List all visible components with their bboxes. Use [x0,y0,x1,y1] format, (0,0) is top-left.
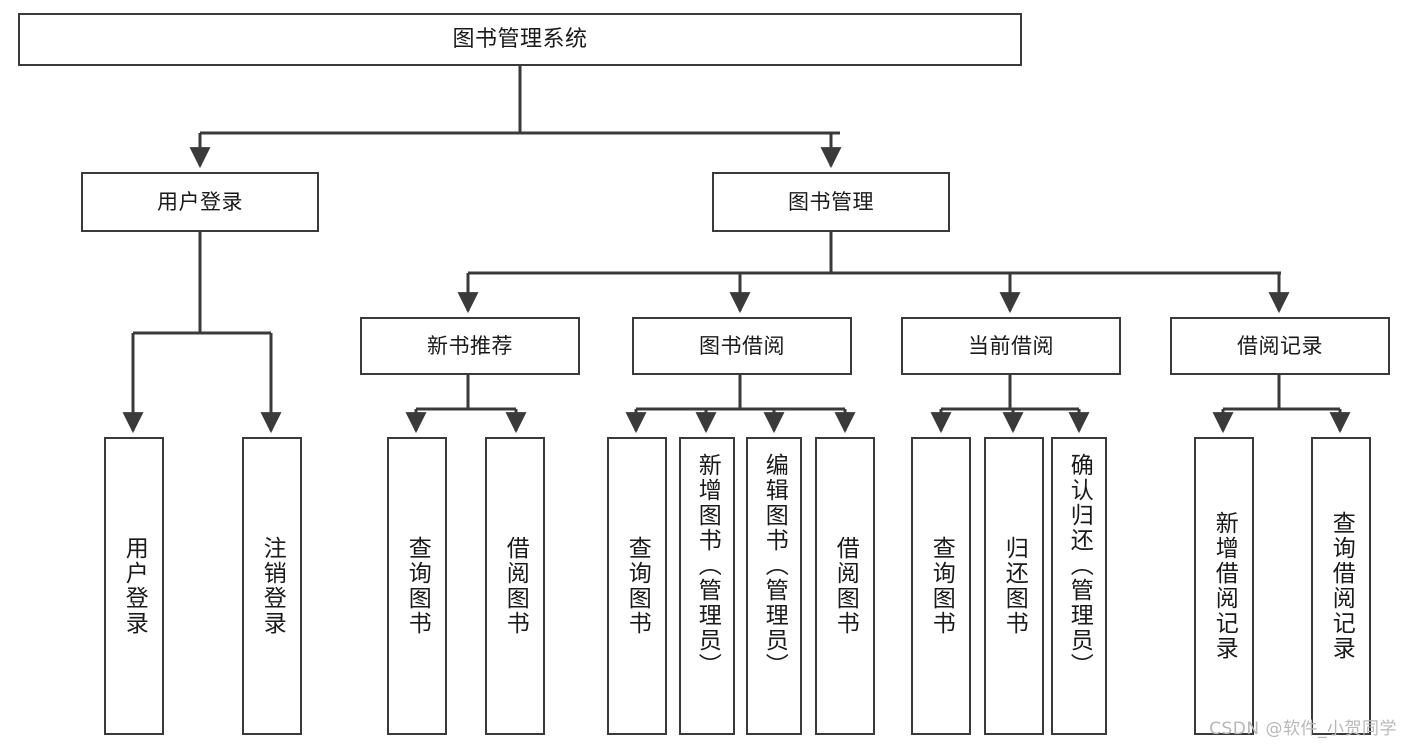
node-leaf-query-book-bb-label: 查询图书 [624,536,651,636]
node-borrow-record-label: 借阅记录 [1237,333,1323,358]
node-user-login-label: 用户登录 [157,189,243,214]
node-leaf-return-book-label: 归还图书 [1001,536,1028,636]
node-leaf-query-book-bb[interactable]: 查询图书 [607,437,667,735]
node-leaf-add-book[interactable]: 新增图书（管理员） [679,437,735,735]
node-borrow-record[interactable]: 借阅记录 [1170,317,1390,375]
node-leaf-add-book-label: 新增图书（管理员） [694,453,721,678]
node-leaf-borrow-book-rec-label: 借阅图书 [502,536,529,636]
node-leaf-edit-book-label: 编辑图书（管理员） [761,453,788,678]
node-leaf-user-logout[interactable]: 注销登录 [242,437,302,735]
node-current-borrow[interactable]: 当前借阅 [901,317,1121,375]
node-root[interactable]: 图书管理系统 [18,13,1022,66]
node-new-book-rec[interactable]: 新书推荐 [360,317,580,375]
node-leaf-user-login[interactable]: 用户登录 [104,437,164,735]
node-book-manage[interactable]: 图书管理 [712,172,950,232]
node-user-login[interactable]: 用户登录 [81,172,319,232]
node-leaf-query-book-cb[interactable]: 查询图书 [911,437,971,735]
node-book-manage-label: 图书管理 [788,189,874,214]
node-current-borrow-label: 当前借阅 [968,333,1054,358]
node-leaf-borrow-book-rec[interactable]: 借阅图书 [485,437,545,735]
node-leaf-borrow-book-bb-label: 借阅图书 [832,536,859,636]
node-leaf-user-logout-label: 注销登录 [259,536,286,636]
node-leaf-query-book-rec[interactable]: 查询图书 [387,437,447,735]
node-root-label: 图书管理系统 [452,26,588,52]
node-leaf-user-login-label: 用户登录 [121,536,148,636]
node-leaf-borrow-book-bb[interactable]: 借阅图书 [815,437,875,735]
node-leaf-query-book-rec-label: 查询图书 [404,536,431,636]
node-leaf-add-record-label: 新增借阅记录 [1211,511,1238,661]
node-book-borrow-label: 图书借阅 [699,333,785,358]
node-leaf-add-record[interactable]: 新增借阅记录 [1194,437,1254,735]
node-leaf-edit-book[interactable]: 编辑图书（管理员） [746,437,802,735]
node-leaf-confirm-return-label: 确认归还（管理员） [1066,453,1093,678]
node-leaf-confirm-return[interactable]: 确认归还（管理员） [1051,437,1107,735]
node-leaf-query-record[interactable]: 查询借阅记录 [1311,437,1371,735]
node-book-borrow[interactable]: 图书借阅 [632,317,852,375]
csdn-watermark: CSDN @软件_小贺同学 [1209,719,1397,739]
node-leaf-query-record-label: 查询借阅记录 [1328,511,1355,661]
node-new-book-rec-label: 新书推荐 [427,333,513,358]
node-leaf-query-book-cb-label: 查询图书 [928,536,955,636]
node-leaf-return-book[interactable]: 归还图书 [984,437,1044,735]
